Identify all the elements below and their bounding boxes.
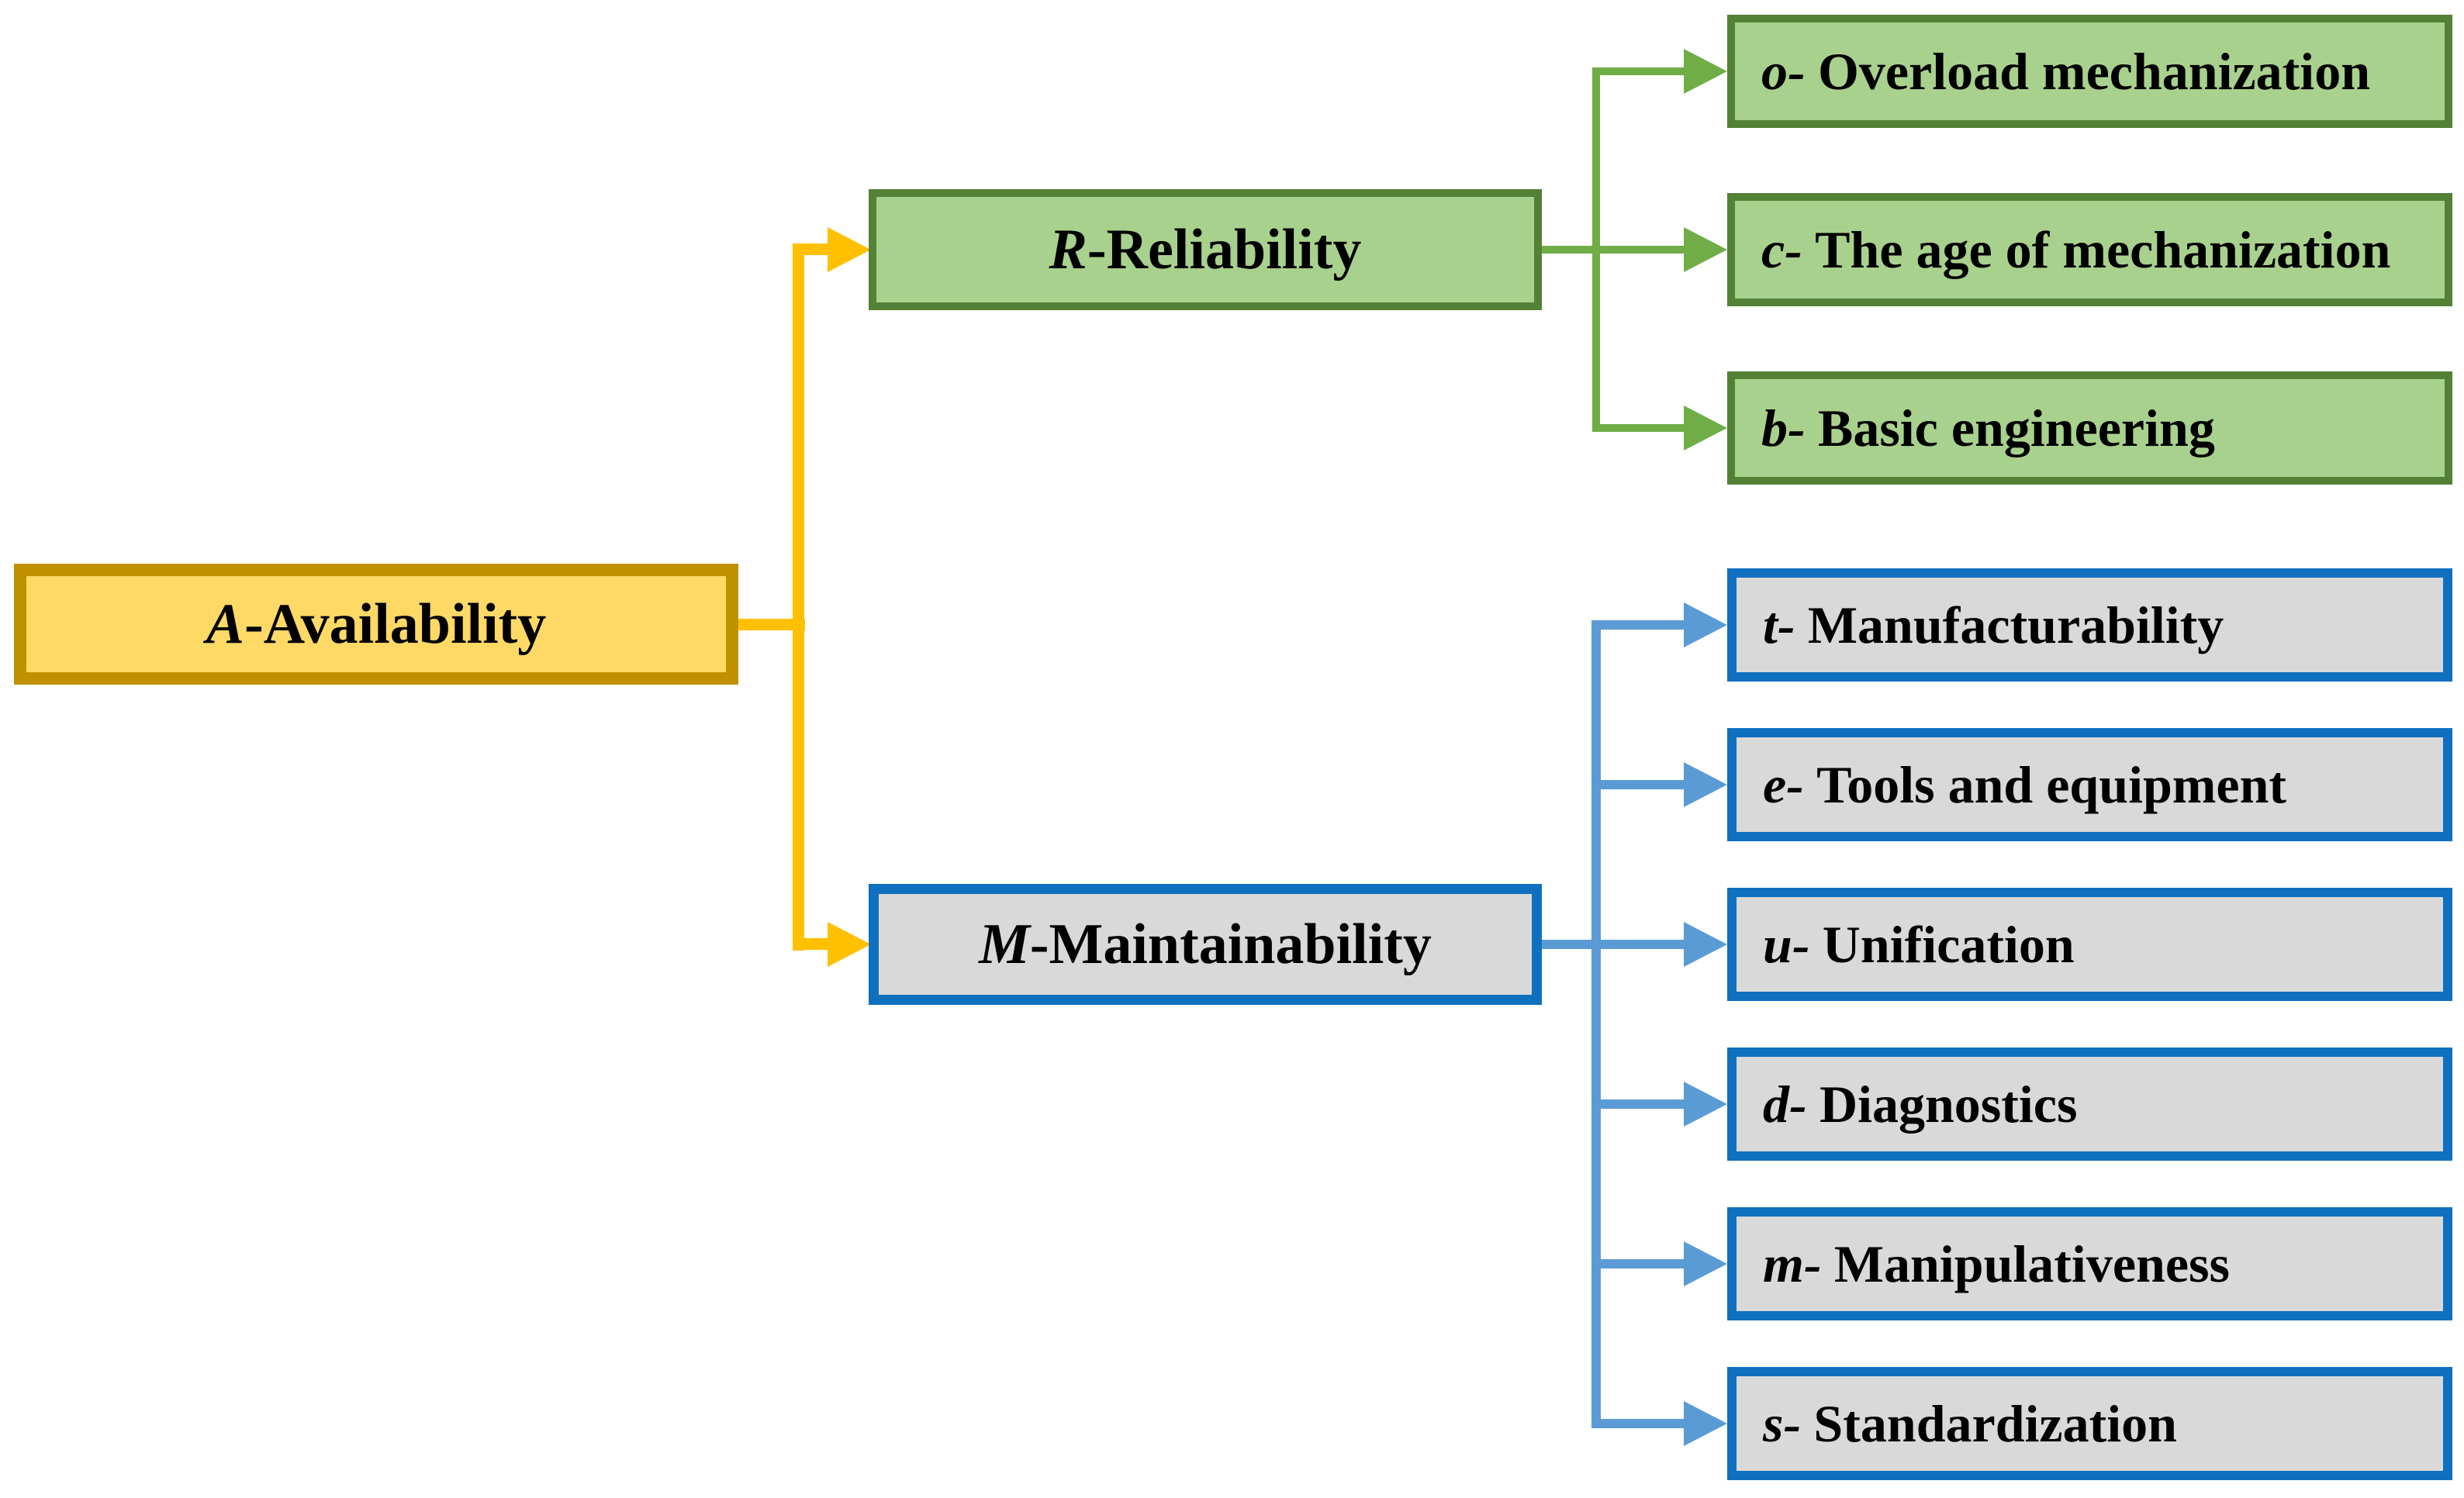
leaf-prefix: m- <box>1763 1234 1822 1293</box>
hub-box-reliability: R-Reliability <box>869 189 1542 310</box>
leaf-label: Tools and equipment <box>1816 754 2287 814</box>
leaf-label: Basic engineering <box>1817 398 2215 457</box>
leaf-box-tools-and-equipment: e-Tools and equipment <box>1727 728 2452 841</box>
arrowhead-into-basic-icon <box>1684 406 1727 450</box>
leaf-label: Standardization <box>1813 1393 2177 1453</box>
reliability-prefix: R <box>1049 217 1087 281</box>
leaf-box-diagnostics: d-Diagnostics <box>1727 1048 2452 1161</box>
leaf-label: The age of mechanization <box>1815 219 2391 279</box>
connector-to-maintainability-line <box>793 938 830 950</box>
leaf-box-standardization: s-Standardization <box>1727 1367 2452 1480</box>
arrowhead-into-diagnostics-icon <box>1684 1082 1727 1127</box>
reliability-label: -Reliability <box>1087 217 1362 281</box>
leaf-prefix: u- <box>1763 914 1810 974</box>
availability-prefix: A <box>206 592 245 656</box>
root-box-availability: A-Availability <box>14 564 738 685</box>
leaf-prefix: e- <box>1763 754 1804 814</box>
connector-reliability-out-line <box>1540 246 1685 254</box>
connector-to-reliability-line <box>793 243 830 255</box>
connector-to-tools-line <box>1591 780 1685 789</box>
leaf-box-age-of-mechanization: c-The age of mechanization <box>1727 193 2452 306</box>
connector-availability-vertical <box>793 243 804 951</box>
maintainability-label: -Maintainability <box>1029 912 1432 976</box>
arrowhead-into-unification-icon <box>1684 922 1727 967</box>
connector-to-standardization-line <box>1591 1419 1685 1428</box>
connector-availability-out-stub <box>737 619 805 630</box>
connector-maintainability-out-line <box>1540 940 1685 949</box>
arrowhead-into-standardization-icon <box>1684 1401 1727 1446</box>
leaf-box-manipulativeness: m-Manipulativeness <box>1727 1207 2452 1320</box>
leaf-box-overload-mechanization: o-Overload mechanization <box>1727 15 2452 128</box>
leaf-prefix: c- <box>1761 219 1802 279</box>
leaf-prefix: d- <box>1763 1074 1807 1134</box>
connector-to-overload-line <box>1592 67 1685 75</box>
connector-to-manipulativeness-line <box>1591 1259 1685 1268</box>
arrowhead-into-manufacturability-icon <box>1684 602 1727 647</box>
leaf-label: Unification <box>1822 914 2075 974</box>
leaf-box-unification: u-Unification <box>1727 888 2452 1001</box>
leaf-prefix: t- <box>1763 595 1795 654</box>
leaf-label: Overload mechanization <box>1817 41 2371 101</box>
arrowhead-into-reliability-icon <box>828 227 871 272</box>
leaf-label: Manufacturability <box>1807 595 2224 654</box>
hub-box-maintainability: M-Maintainability <box>869 884 1542 1005</box>
maintainability-prefix: M <box>979 912 1030 976</box>
leaf-box-basic-engineering: b-Basic engineering <box>1727 371 2452 485</box>
leaf-label: Diagnostics <box>1819 1074 2078 1134</box>
arrowhead-into-manipulativeness-icon <box>1684 1241 1727 1286</box>
arrowhead-into-overload-icon <box>1684 49 1727 94</box>
connector-reliability-vertical <box>1592 67 1600 432</box>
connector-to-basic-line <box>1592 424 1685 432</box>
leaf-prefix: s- <box>1763 1393 1802 1453</box>
availability-label: -Availability <box>244 592 547 656</box>
arrowhead-into-age-icon <box>1684 227 1727 272</box>
leaf-prefix: b- <box>1761 398 1806 457</box>
leaf-prefix: o- <box>1761 41 1806 101</box>
connector-to-manufacturability-line <box>1591 620 1685 630</box>
connector-to-diagnostics-line <box>1591 1099 1685 1109</box>
leaf-box-manufacturability: t-Manufacturability <box>1727 568 2452 682</box>
arrowhead-into-tools-icon <box>1684 762 1727 807</box>
connector-maintainability-vertical <box>1591 620 1601 1428</box>
arrowhead-into-maintainability-icon <box>828 922 871 967</box>
leaf-label: Manipulativeness <box>1833 1234 2230 1293</box>
